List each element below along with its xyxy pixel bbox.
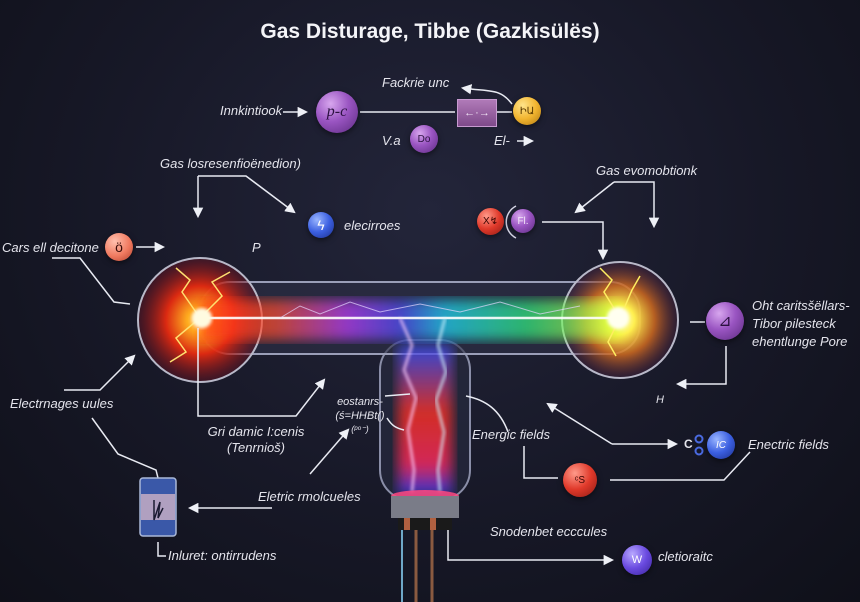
connector-lines — [52, 84, 751, 566]
gas-losres-label: Gas losresenfioënedion) — [160, 156, 301, 171]
electron-icon: ϟ — [308, 212, 334, 238]
gas-evomo-label: Gas evomobtionk — [596, 163, 698, 178]
enectric-label: Enectric fields — [748, 437, 829, 452]
node-au: ԻԱ — [513, 97, 541, 125]
p-marker: P — [252, 240, 261, 255]
cs-node: ᶜS — [563, 463, 597, 497]
electrnages-label: Electrnages uules — [10, 396, 114, 411]
diagram-title: Gas Disturage, Tibbe (Gazkisülës) — [260, 20, 600, 43]
inluret-label: Inluret: ontirrudens — [168, 548, 277, 563]
eostanr-line-1: eostanrs- — [337, 396, 383, 408]
cars-ell-label: Cars ell decitone — [2, 240, 99, 255]
right-desc-label: Oht caritsšëllars- Tibor pilesteck ehent… — [752, 297, 850, 352]
va-label: V.a — [382, 133, 401, 148]
w-node: W — [622, 545, 652, 575]
right-desc-line-3: ehentlunge Pore — [752, 334, 848, 350]
ic-node: IC — [707, 431, 735, 459]
top-flow-label: Fackrie unc — [382, 75, 450, 90]
energic-label: Energic fields — [472, 427, 551, 442]
h-marker: H — [656, 394, 664, 406]
gri-damic-label: Gri damic I:cenis (Tenrnioš) — [196, 424, 316, 457]
eletric-mol-label: Eletric rmolcueles — [258, 489, 361, 504]
pore-node: ⊿ — [706, 302, 744, 340]
cletioraitc-label: cletioraitc — [658, 549, 713, 564]
right-desc-line-2: Tibor pilesteck — [752, 316, 836, 332]
fl-arc — [505, 205, 517, 239]
node-pc: p-c — [316, 91, 358, 133]
right-desc-line-1: Oht caritsšëllars- — [752, 298, 850, 313]
beaker-icon — [139, 477, 177, 537]
node-do: Do — [410, 125, 438, 153]
electrons-label: elecirroes — [344, 218, 401, 233]
gri-damic-line-2: (Tenrnioš) — [226, 440, 286, 456]
gri-damic-line-1: Gri damic I:cenis — [207, 424, 305, 439]
input-label: Innkintiook — [220, 103, 283, 118]
cars-node: ö — [105, 233, 133, 261]
c-node: C — [684, 437, 693, 451]
eostanr-line-3: (ᵖᵒ⁻) — [351, 423, 369, 434]
eostanr-label: eostanrs- (ś=HHBt() (ᵖᵒ⁻) — [330, 396, 390, 435]
x-node: X↯ — [477, 208, 504, 235]
discharge-tube — [137, 257, 679, 602]
c-dots — [694, 434, 704, 456]
el-label: El- — [494, 133, 510, 148]
snodenbet-label: Snodenbet ecccules — [490, 524, 608, 539]
switch-box: ←·→ — [457, 99, 497, 127]
fl-node: Fl. — [511, 209, 535, 233]
eostanr-line-2: (ś=HHBt() — [335, 409, 385, 422]
